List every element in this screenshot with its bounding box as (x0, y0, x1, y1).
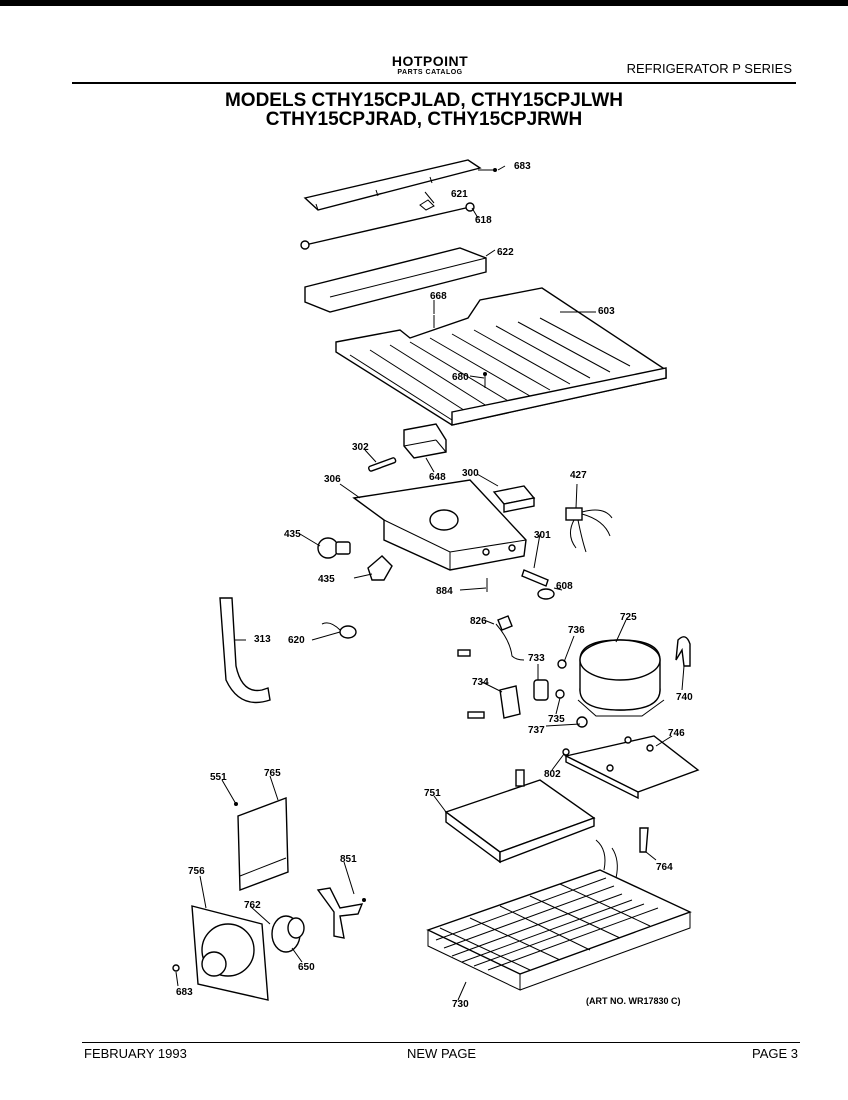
part-427-harness (565, 507, 613, 553)
part-802-screw (562, 748, 570, 756)
footer-page: PAGE 3 (752, 1046, 799, 1061)
callout-740: 740 (676, 692, 693, 703)
callout-730: 730 (452, 999, 469, 1010)
part-737-grommet (576, 716, 588, 728)
part-313-tube (219, 597, 271, 704)
part-764-bolt (639, 827, 649, 853)
catalog-label: PARTS CATALOG (397, 69, 463, 76)
callout-802: 802 (544, 769, 561, 780)
part-826-cord (457, 615, 525, 661)
callout-301: 301 (534, 530, 551, 541)
title-line-1: MODELS CTHY15CPJLAD, CTHY15CPJLWH (224, 90, 623, 111)
part-302-pin (368, 457, 397, 472)
part-765-panel (237, 796, 289, 892)
header-rule (72, 82, 796, 84)
leader-lines (175, 165, 685, 1001)
part-734-overload (467, 685, 521, 719)
callout-306: 306 (324, 474, 341, 485)
callout-737: 737 (528, 725, 545, 736)
part-306-housing (352, 479, 527, 571)
part-618-rod (300, 202, 475, 250)
callout-650: 650 (298, 962, 315, 973)
footer-rule (82, 1042, 800, 1043)
part-622-channel (304, 247, 487, 313)
callout-826: 826 (470, 616, 487, 627)
callout-735: 735 (548, 714, 565, 725)
footer-date: FEBRUARY 1993 (84, 1046, 187, 1061)
part-751-pan (444, 769, 596, 864)
callout-622: 622 (497, 247, 514, 258)
callout-608: 608 (556, 581, 573, 592)
callout-683b: 683 (176, 987, 193, 998)
art-number: (ART NO. WR17830 C) (586, 996, 681, 1006)
brand-name: HOTPOINT (391, 53, 469, 69)
part-603-tray (335, 287, 667, 426)
callout-734: 734 (472, 677, 489, 688)
callout-618: 618 (475, 215, 492, 226)
part-608-884 (486, 578, 555, 600)
part-756-housing (191, 905, 269, 1001)
part-725-compressor (577, 639, 665, 717)
callout-733: 733 (528, 653, 545, 664)
part-300-switch (492, 485, 536, 513)
callout-302: 302 (352, 442, 369, 453)
callout-756: 756 (188, 866, 205, 877)
callout-435a: 435 (284, 529, 301, 540)
part-648-timer (403, 423, 447, 459)
callout-762: 762 (244, 900, 261, 911)
callout-648: 648 (429, 472, 446, 483)
callout-851: 851 (340, 854, 357, 865)
part-435-bulb (317, 537, 351, 559)
part-730-evaporator (426, 839, 692, 991)
callout-746: 746 (668, 728, 685, 739)
callout-751: 751 (424, 788, 441, 799)
part-621-bracket (303, 159, 497, 211)
part-733-relay (533, 659, 567, 701)
callout-725: 725 (620, 612, 637, 623)
part-683-screw (172, 964, 180, 972)
callout-427: 427 (570, 470, 587, 481)
callout-300: 300 (462, 468, 479, 479)
callout-551: 551 (210, 772, 227, 783)
part-301-spring (521, 569, 549, 587)
series-label: REFRIGERATOR P SERIES (626, 61, 792, 76)
callout-765: 765 (264, 768, 281, 779)
callout-736: 736 (568, 625, 585, 636)
callout-668: 668 (430, 291, 447, 302)
callout-680: 680 (452, 372, 469, 383)
callout-313: 313 (254, 634, 271, 645)
callout-620: 620 (288, 635, 305, 646)
part-650-motor (271, 915, 305, 953)
callout-603: 603 (598, 306, 615, 317)
part-851-fan (316, 887, 366, 939)
callout-764: 764 (656, 862, 673, 873)
part-740-clip (675, 636, 691, 667)
top-border (0, 0, 848, 6)
footer-note: NEW PAGE (407, 1046, 477, 1061)
part-746-plate (563, 735, 700, 800)
callout-683a: 683 (514, 161, 531, 172)
callout-621: 621 (451, 189, 468, 200)
callout-884: 884 (436, 586, 453, 597)
callout-435b: 435 (318, 574, 335, 585)
part-435-socket (367, 555, 393, 581)
part-screws (433, 168, 497, 388)
title-line-2: CTHY15CPJRAD, CTHY15CPJRWH (265, 109, 583, 130)
